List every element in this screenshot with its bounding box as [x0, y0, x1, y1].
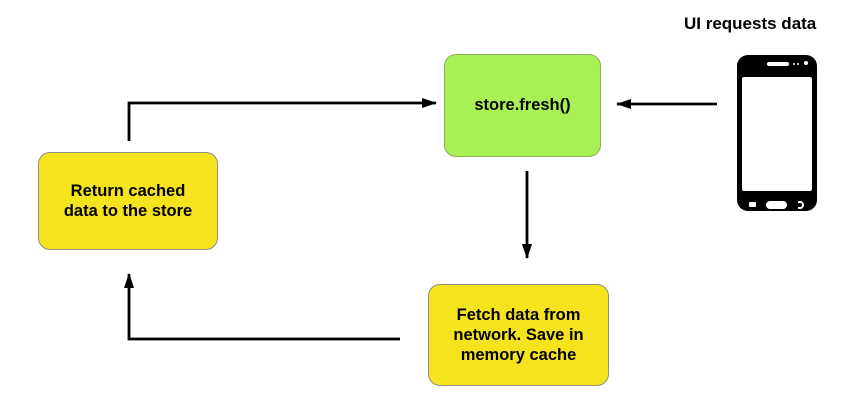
phone-back-button: [798, 201, 804, 209]
smartphone-icon: [737, 55, 817, 211]
phone-sensor-dot: [797, 63, 799, 65]
phone-screen: [742, 77, 812, 191]
phone-speaker: [767, 62, 789, 66]
node-return-cached-data: Return cached data to the store: [38, 152, 218, 250]
node-store-fresh: store.fresh(): [444, 54, 601, 157]
node-store-fresh-label: store.fresh(): [474, 96, 571, 115]
edge-fetch-network-to-return-cached: [124, 273, 400, 341]
node-fetch-data-network: Fetch data from network. Save in memory …: [428, 284, 609, 386]
edge-return-cached-to-store-fresh: [127, 98, 437, 141]
phone-menu-button: [749, 202, 756, 207]
phone-home-button: [766, 201, 787, 209]
ui-requests-data-label: UI requests data: [684, 14, 817, 33]
phone-camera-dot: [804, 61, 808, 65]
node-return-cached-data-label: Return cached data to the store: [63, 181, 193, 220]
node-fetch-data-network-label: Fetch data from network. Save in memory …: [453, 305, 584, 365]
phone-sensor-dot: [793, 63, 795, 65]
